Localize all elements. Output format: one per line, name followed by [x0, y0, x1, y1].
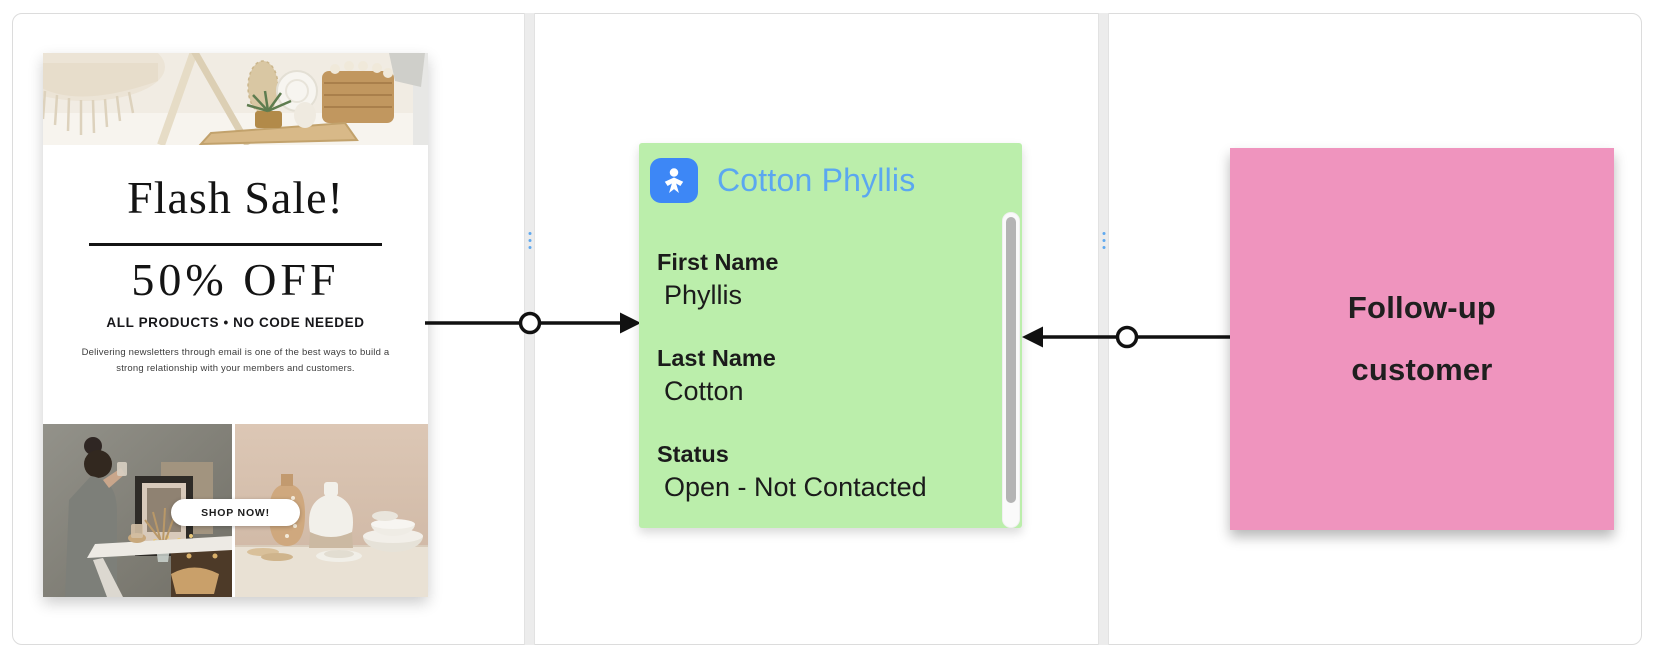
email-preview-card[interactable]: Flash Sale! 50% OFF ALL PRODUCTS • NO CO…	[43, 53, 428, 597]
contact-person-icon	[650, 158, 698, 203]
scrollbar-thumb[interactable]	[1006, 217, 1016, 503]
email-body-text: Delivering newsletters through email is …	[81, 347, 390, 375]
sticky-note-text: Follow-up customer	[1347, 290, 1497, 387]
email-tagline: ALL PRODUCTS • NO CODE NEEDED	[106, 315, 365, 330]
contact-card-title: Cotton Phyllis	[717, 162, 916, 198]
field-label: First Name	[657, 249, 779, 275]
contact-card-header: Cotton Phyllis	[650, 158, 915, 203]
field-value: Phyllis	[664, 280, 743, 310]
field-label: Last Name	[657, 345, 776, 371]
divider-drag-handle-icon[interactable]	[1102, 232, 1105, 249]
headline-divider-line	[89, 243, 382, 246]
shop-now-button: SHOP NOW!	[171, 499, 300, 526]
contact-fields: First Name Phyllis Last Name Cotton Stat…	[657, 247, 927, 535]
field-first-name: First Name Phyllis	[657, 247, 927, 313]
field-value: Open - Not Contacted	[664, 472, 927, 502]
photo-pottery	[235, 424, 428, 597]
connector-midpoint-handle[interactable]	[518, 311, 542, 335]
field-label: Status	[657, 441, 729, 467]
field-status: Status Open - Not Contacted	[657, 439, 927, 505]
connector-midpoint-handle[interactable]	[1115, 325, 1139, 349]
scrollbar-track[interactable]	[1002, 212, 1020, 528]
email-subheadline: 50% OFF	[131, 254, 340, 305]
email-headline: Flash Sale!	[127, 172, 344, 223]
photo-woman-at-table	[43, 424, 232, 597]
email-banner-image	[43, 53, 428, 145]
frame-divider-right	[1098, 13, 1109, 645]
field-last-name: Last Name Cotton	[657, 343, 927, 409]
connector-email-to-contact	[425, 311, 641, 335]
divider-drag-handle-icon[interactable]	[528, 232, 531, 249]
field-value: Cotton	[664, 376, 744, 406]
email-photo-row	[43, 424, 428, 597]
contact-card[interactable]: Cotton Phyllis First Name Phyllis Last N…	[639, 143, 1022, 528]
sticky-note[interactable]: Follow-up customer	[1230, 148, 1614, 530]
connector-sticky-to-contact	[1022, 325, 1231, 349]
